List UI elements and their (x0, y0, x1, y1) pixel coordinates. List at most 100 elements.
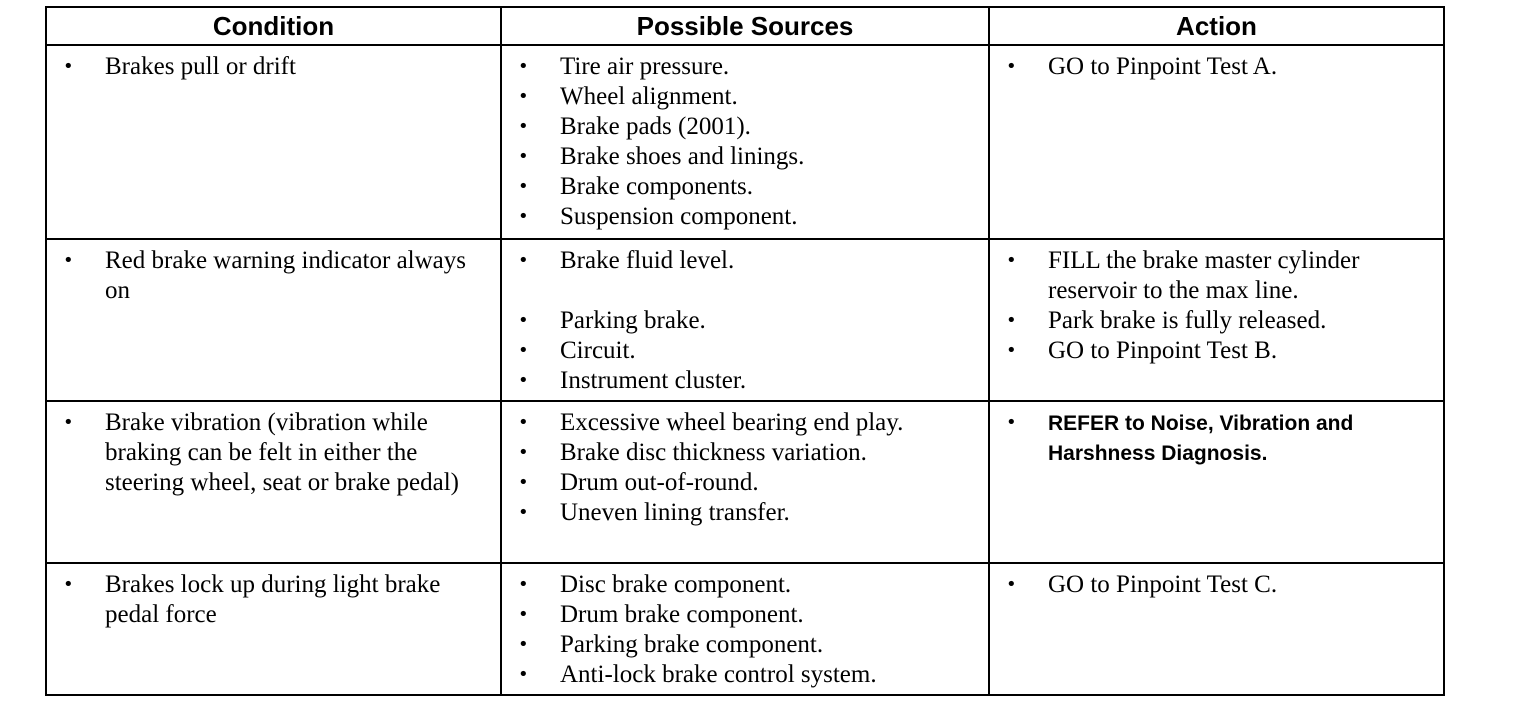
bullet: • (518, 86, 529, 107)
condition-text: Brakes lock up during light brake pedal … (105, 571, 441, 628)
condition-text: Brakes pull or drift (105, 53, 296, 80)
bullet: • (518, 604, 529, 625)
action-cell: • REFER to Noise, Vibration and Harshness… (988, 400, 1445, 564)
source-text: Disc brake component. (560, 571, 792, 598)
source-text: Drum brake component. (560, 601, 804, 628)
list-item: •Brake fluid level. (502, 246, 988, 276)
action-text: REFER to Noise, Vibration and Harshness … (1048, 412, 1354, 465)
source-text: Brake disc thickness variation. (560, 439, 867, 466)
sources-cell: • Excessive wheel bearing end play. • Brak… (500, 400, 990, 564)
bullet: • (518, 442, 529, 463)
source-text: Brake shoes and linings. (560, 143, 805, 170)
sources-cell: •Tire air pressure. •Wheel alignment. •B… (500, 44, 990, 240)
list-item: • Park brake is fully released. (990, 306, 1443, 336)
header-action: Action (988, 6, 1445, 46)
action-text: GO to Pinpoint Test A. (1048, 53, 1278, 80)
action-text: Park brake is fully released. (1048, 307, 1327, 334)
list-item: •Brake shoes and linings. (502, 142, 988, 172)
bullet: • (63, 250, 74, 271)
condition-cell: • Brakes pull or drift (45, 44, 502, 240)
header-row: Condition Possible Sources Action (45, 6, 1445, 46)
source-text: Excessive wheel bearing end play. (560, 409, 904, 436)
list-item: • Brakes pull or drift (47, 52, 500, 82)
list-item: • Uneven lining transfer. (502, 498, 988, 528)
list-item: • FILL the brake master cylinder reservoi… (990, 246, 1443, 306)
action-cell: • GO to Pinpoint Test A. (988, 44, 1445, 240)
symptom-table: Condition Possible Sources Action •Brake… (45, 6, 1445, 696)
condition-text: Red brake warning indicator always on (105, 247, 466, 304)
source-text: Parking brake. (560, 307, 706, 334)
list-item: • Brake pads (2001). (502, 112, 988, 142)
bullet: • (518, 206, 529, 227)
bullet: • (1006, 250, 1017, 271)
source-text: Tire air pressure. (560, 53, 730, 80)
bullet: • (518, 574, 529, 595)
source-text: Uneven lining transfer. (560, 499, 790, 526)
list-item: • Instrument cluster. (502, 366, 988, 396)
bullet: • (1006, 340, 1017, 361)
bullet: • (1006, 412, 1017, 433)
list-item: • Circuit. (502, 336, 988, 366)
bullet: • (518, 56, 529, 77)
table-row: • Brakes lock up during light brake pedal… (45, 562, 1445, 696)
action-text: GO to Pinpoint Test C. (1048, 571, 1278, 598)
bullet: • (1006, 56, 1017, 77)
header-condition: Condition (45, 6, 502, 46)
list-item: • Brake disc thickness variation. (502, 438, 988, 468)
action-text: GO to Pinpoint Test B. (1048, 337, 1278, 364)
list-item: • REFER to Noise, Vibration and Harshness… (990, 408, 1443, 468)
list-item: • Excessive wheel bearing end play. (502, 408, 988, 438)
source-text: Suspension component. (560, 203, 798, 230)
source-text: Circuit. (560, 337, 636, 364)
condition-cell: • Brakes lock up during light brake pedal… (45, 562, 502, 696)
condition-cell: • Red brake warning indicator always on (45, 238, 502, 402)
bullet: • (518, 634, 529, 655)
list-item: • Disc brake component. (502, 570, 988, 600)
source-text: Instrument cluster. (560, 367, 747, 394)
list-item: • GO to Pinpoint Test A. (990, 52, 1443, 82)
bullet: • (518, 412, 529, 433)
bullet: • (63, 56, 74, 77)
list-item: • Tire air pressure. (502, 52, 988, 82)
list-item: • Drum out-of-round. (502, 468, 988, 498)
bullet: • (518, 664, 529, 685)
action-cell: • FILL the brake master cylinder reservoi… (988, 238, 1445, 402)
list-item: • Brakes lock up during light brake pedal… (47, 570, 500, 630)
source-text: Parking brake component. (560, 631, 824, 658)
list-item: • Brake vibration (vibration while brakin… (47, 408, 500, 498)
sources-cell: •Brake fluid level. •Parking brake. •Cir… (500, 238, 990, 402)
diagnosis-chart: Condition Possible Sources Action •Brake… (45, 6, 1445, 696)
action-text: FILL the brake master cylinder reservoir… (1048, 247, 1360, 304)
list-item: • Wheel alignment. (502, 82, 988, 112)
source-text: Drum out-of-round. (560, 469, 759, 496)
bullet: • (1006, 310, 1017, 331)
bullet: • (518, 310, 529, 331)
source-text: Brake pads (2001). (560, 113, 751, 140)
condition-text: Brake vibration (vibration while braking… (105, 409, 460, 496)
sources-cell: • Disc brake component. • Drum brake compo… (500, 562, 990, 696)
table-row: • Brake vibration (vibration while brakin… (45, 400, 1445, 564)
bullet: • (518, 116, 529, 137)
bullet: • (518, 340, 529, 361)
list-item: • Drum brake component. (502, 600, 988, 630)
source-text: Brake components. (560, 173, 754, 200)
list-item: • Brake components. (502, 172, 988, 202)
bullet: • (63, 574, 74, 595)
source-text: Brake fluid level. (560, 247, 735, 274)
list-item: • Parking brake component. (502, 630, 988, 660)
bullet: • (518, 472, 529, 493)
bullet: • (518, 176, 529, 197)
bullet: • (518, 370, 529, 391)
bullet: • (63, 412, 74, 433)
bullet: • (1006, 574, 1017, 595)
list-item: • GO to Pinpoint Test B. (990, 336, 1443, 366)
list-item: • Red brake warning indicator always on (47, 246, 500, 306)
list-item: • Parking brake. (502, 306, 988, 336)
source-text: Anti-lock brake control system. (560, 661, 877, 688)
source-text: Wheel alignment. (560, 83, 738, 110)
action-cell: • GO to Pinpoint Test C. (988, 562, 1445, 696)
list-item: • GO to Pinpoint Test C. (990, 570, 1443, 600)
condition-cell: • Brake vibration (vibration while brakin… (45, 400, 502, 564)
bullet: • (518, 502, 529, 523)
header-possible-sources: Possible Sources (500, 6, 990, 46)
